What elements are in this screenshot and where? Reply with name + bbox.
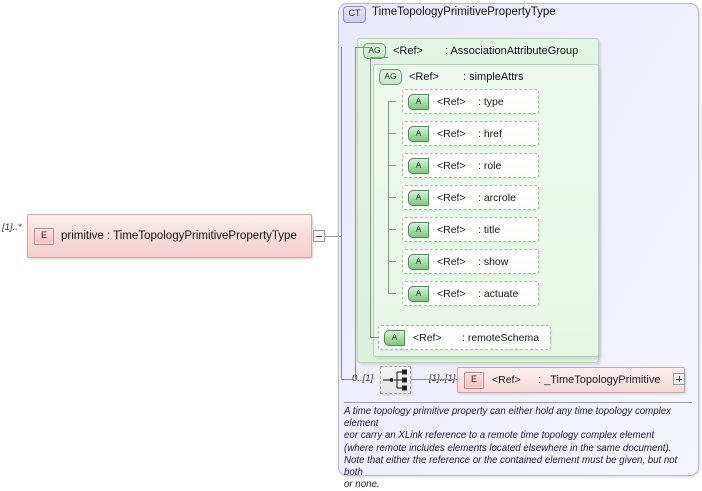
choice-occurrence-right: [1]..[1] (429, 373, 455, 384)
attribute-name: : arcrole (478, 191, 516, 204)
attribute-group-simple-attrs-header: AG <Ref> : simpleAttrs (379, 69, 523, 85)
attribute-row[interactable]: A <Ref> : href (402, 121, 539, 146)
connector-attr-branch (388, 197, 396, 198)
attribute-group-simple-attrs-ref: <Ref> (409, 71, 439, 83)
element-primitive-box[interactable]: E primitive : TimeTopologyPrimitivePrope… (27, 214, 312, 258)
attribute-ref: <Ref> (437, 127, 466, 140)
documentation-line: eor carry an XLink reference to a remote… (344, 430, 655, 442)
element-primitive-label: primitive : TimeTopologyPrimitivePropert… (61, 229, 297, 242)
connector-choice-stub (341, 379, 353, 380)
attribute-row[interactable]: A <Ref> : actuate (402, 281, 539, 306)
connector-root-vertical (341, 47, 342, 379)
element-badge-icon: E (464, 371, 484, 389)
complex-type-badge-icon: CT (343, 6, 366, 23)
connector-left-stub (325, 236, 339, 237)
attribute-row[interactable]: A <Ref> : title (402, 217, 539, 242)
element-primitive-content: E primitive : TimeTopologyPrimitivePrope… (34, 227, 311, 245)
attribute-row[interactable]: A <Ref> : role (402, 153, 539, 178)
complex-type-title: TimeTopologyPrimitivePropertyType (372, 6, 556, 18)
attribute-group-association-ref: <Ref> (393, 45, 423, 57)
expand-plus-icon[interactable] (673, 373, 685, 385)
attribute-row[interactable]: A <Ref> : type (402, 89, 539, 114)
attribute-row[interactable]: A <Ref> : show (402, 249, 539, 274)
connector-choice-to-element (411, 379, 457, 380)
connector-attr-branch (388, 133, 396, 134)
complex-type-header: CT TimeTopologyPrimitivePropertyType (343, 6, 643, 23)
documentation-line: Note that either the reference or the co… (344, 454, 681, 479)
left-element-occurrence: [1]..* (2, 222, 22, 233)
attribute-row[interactable]: A <Ref> : arcrole (402, 185, 539, 210)
attribute-badge-icon: A (384, 329, 405, 346)
attribute-group-association-header: AG <Ref> : AssociationAttributeGroup (363, 43, 578, 59)
attribute-name: : remoteSchema (462, 331, 540, 344)
attribute-name: : href (478, 127, 502, 140)
documentation-line: or none. (344, 479, 380, 491)
attribute-ref: <Ref> (437, 223, 466, 236)
attribute-name: : actuate (478, 287, 519, 300)
connector-remote-schema-stub (370, 337, 378, 338)
attribute-badge-icon: A (408, 157, 429, 174)
connector-simpleattrs-top (370, 57, 388, 58)
connector-assoc-group-vertical (355, 47, 356, 379)
attribute-group-simple-attrs-name: : simpleAttrs (462, 71, 524, 83)
attribute-name: : title (478, 223, 501, 236)
connector-attr-branch (388, 261, 396, 262)
attribute-badge-icon: A (408, 253, 429, 270)
connector-assoc-group-top (355, 47, 370, 48)
element-reference-ref: <Ref> (492, 374, 521, 386)
attribute-ref: <Ref> (437, 287, 466, 300)
connector-attr-branch (388, 101, 396, 102)
attribute-group-association-name: : AssociationAttributeGroup (444, 45, 579, 57)
attribute-ref: <Ref> (437, 255, 466, 268)
documentation-line: A time topology primitive property can e… (344, 406, 672, 417)
attribute-name: : type (478, 95, 504, 108)
attribute-ref: <Ref> (437, 191, 466, 204)
connector-attr-branch (388, 165, 396, 166)
element-reference-box[interactable]: E <Ref> : _TimeTopologyPrimitive (457, 367, 685, 393)
choice-connector-icon[interactable] (380, 366, 411, 394)
documentation-line: (where remote includes elements located … (344, 442, 672, 454)
attribute-badge-icon: A (408, 285, 429, 302)
collapse-minus-icon[interactable] (313, 230, 325, 242)
connector-attr-branch (388, 293, 396, 294)
attribute-ref: <Ref> (413, 331, 442, 344)
attribute-badge-icon: A (408, 221, 429, 238)
attribute-badge-icon: A (408, 93, 429, 110)
attribute-group-badge-icon: AG (379, 69, 402, 85)
connector-attr-branch (388, 229, 396, 230)
attribute-name: : role (478, 159, 502, 172)
connector-root-horizontal (339, 236, 342, 237)
attribute-row-remote-schema[interactable]: A <Ref> : remoteSchema (378, 325, 551, 350)
element-badge-icon: E (34, 227, 54, 245)
attribute-badge-icon: A (408, 125, 429, 142)
element-reference-name: : _TimeTopologyPrimitive (538, 374, 661, 386)
documentation-separator (344, 402, 692, 403)
documentation-line: element (344, 418, 379, 430)
attribute-ref: <Ref> (437, 159, 466, 172)
attribute-name: : show (478, 255, 509, 268)
documentation-text: A time topology primitive property can e… (344, 406, 692, 491)
attribute-badge-icon: A (408, 189, 429, 206)
choice-occurrence-left: 0..[1] (352, 373, 374, 384)
attribute-ref: <Ref> (437, 95, 466, 108)
connector-simpleattrs-vertical (370, 57, 371, 338)
